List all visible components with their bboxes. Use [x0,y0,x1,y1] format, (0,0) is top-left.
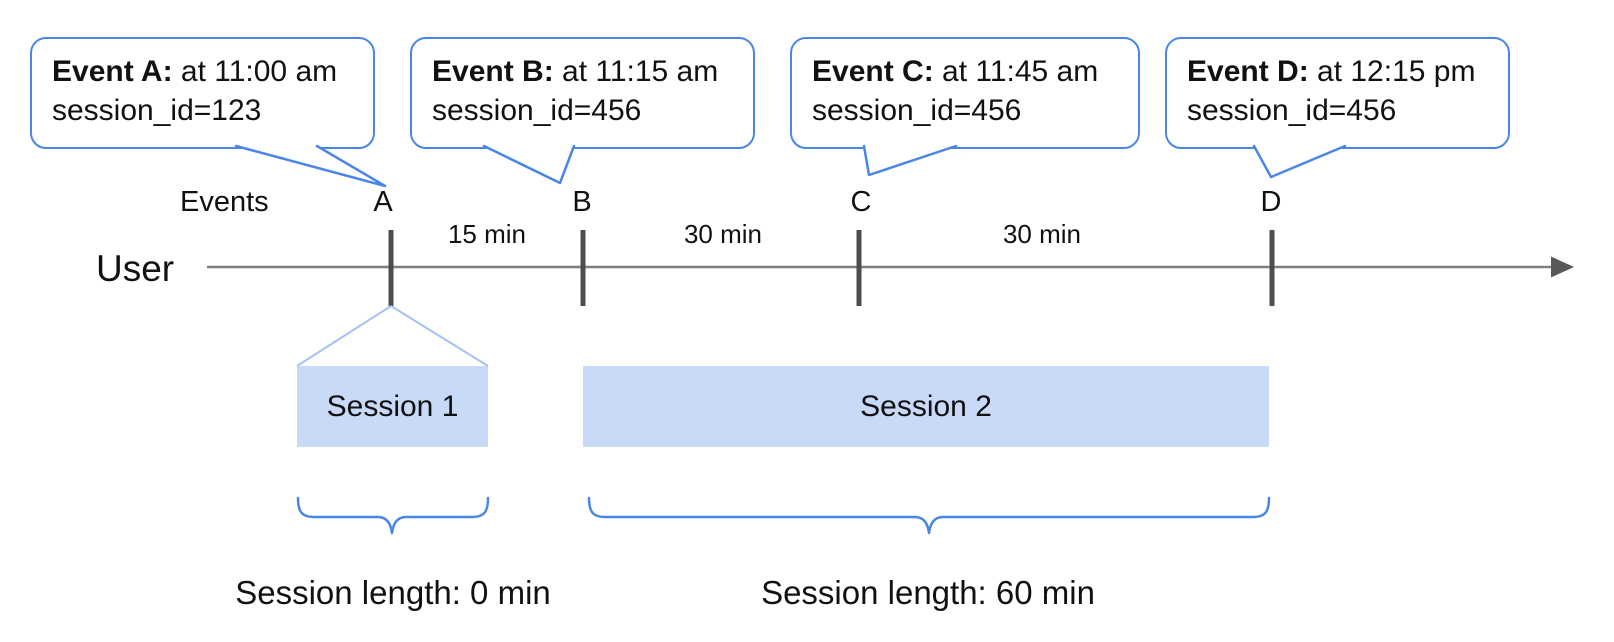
speech-bubble-event-b: Event B: at 11:15 am session_id=456 [410,37,755,149]
bubble-d-session-id: session_id=456 [1187,94,1397,127]
bubble-b-line1: Event B: at 11:15 am [432,52,733,91]
speech-bubble-event-a: Event A: at 11:00 am session_id=123 [30,37,375,149]
event-letter-c: C [850,186,872,218]
bubble-b-tail [482,144,576,185]
bubble-a-title: Event A: [52,55,173,88]
bubble-b-session-id: session_id=456 [432,94,642,127]
events-axis-label: Events [180,186,269,218]
bubble-d-title: Event D: [1187,55,1309,88]
event-letter-d: D [1260,186,1282,218]
session-1-label: Session 1 [326,389,459,423]
bubble-d-tail [1252,144,1347,179]
bubble-b-time: at 11:15 am [553,55,719,88]
session-2-length-label: Session length: 60 min [761,574,1095,611]
event-letter-a: A [373,186,393,218]
bubble-c-session-id: session_id=456 [812,94,1022,127]
session-2-label: Session 2 [860,389,992,423]
interval-label-a-b: 15 min [447,219,527,249]
session-1-funnel-lines [296,305,489,367]
speech-bubble-event-c: Event C: at 11:45 am session_id=456 [790,37,1140,149]
session-1-length-label: Session length: 0 min [235,574,551,611]
speech-bubble-event-d: Event D: at 12:15 pm session_id=456 [1165,37,1510,149]
bubble-a-session-id: session_id=123 [52,94,262,127]
session-2-bar: Session 2 [583,366,1269,447]
timeline-arrowhead-icon [1551,256,1574,278]
bubble-b-title: Event B: [432,55,554,88]
event-letter-b: B [572,186,592,218]
bubble-c-title: Event C: [812,55,934,88]
bubble-a-line1: Event A: at 11:00 am [52,52,353,91]
bubble-c-time: at 11:45 am [933,55,1099,88]
interval-label-b-c: 30 min [683,219,763,249]
bubble-d-time: at 12:15 pm [1308,55,1476,88]
bubble-d-line1: Event D: at 12:15 pm [1187,52,1488,91]
session-1-bar: Session 1 [297,366,488,447]
bubble-a-time: at 11:00 am [172,55,338,88]
interval-label-c-d: 30 min [1002,219,1082,249]
bubble-c-tail [862,144,958,177]
bubble-c-line1: Event C: at 11:45 am [812,52,1118,91]
session-2-brace [587,496,1271,535]
user-axis-label: User [96,248,175,289]
session-1-brace [296,496,490,535]
bubble-a-tail [234,144,387,188]
